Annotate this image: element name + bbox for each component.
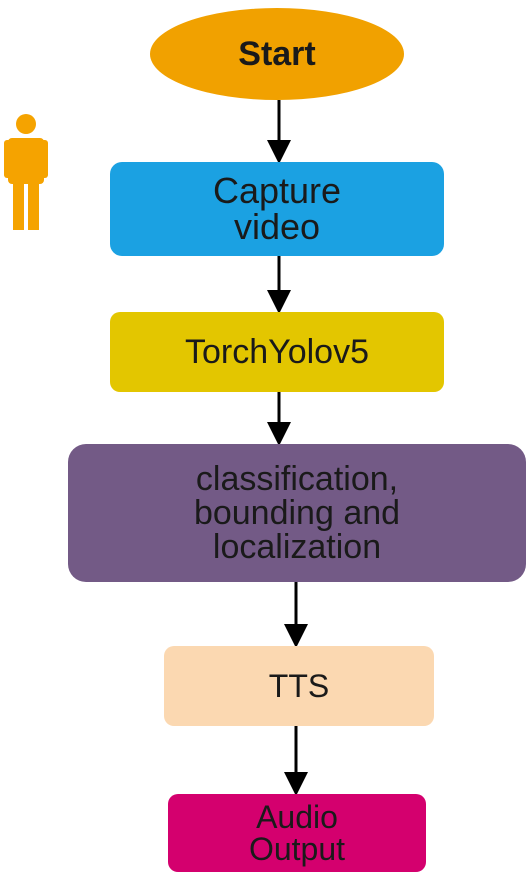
person-icon	[4, 114, 48, 230]
start-label: Start	[238, 35, 316, 73]
capture-label-line-1: Capture	[212, 170, 342, 211]
audio-label-line-1: Audio	[256, 799, 338, 835]
capture-video-node: Capture video	[110, 162, 444, 256]
torch-yolov5-node: TorchYolov5	[110, 312, 444, 392]
capture-label-line-2: video	[233, 206, 321, 247]
classification-label-line-3: localization	[212, 528, 382, 566]
classification-label-line-2: bounding and	[193, 494, 401, 532]
tts-node: TTS	[164, 646, 434, 726]
start-node: Start	[150, 8, 404, 100]
classification-node: classification, bounding and localizatio…	[68, 444, 526, 582]
audio-label-line-2: Output	[248, 831, 346, 867]
audio-output-node: Audio Output	[168, 794, 426, 872]
tts-label: TTS	[268, 668, 330, 704]
yolo-label: TorchYolov5	[185, 333, 369, 371]
classification-label-line-1: classification,	[195, 460, 399, 498]
